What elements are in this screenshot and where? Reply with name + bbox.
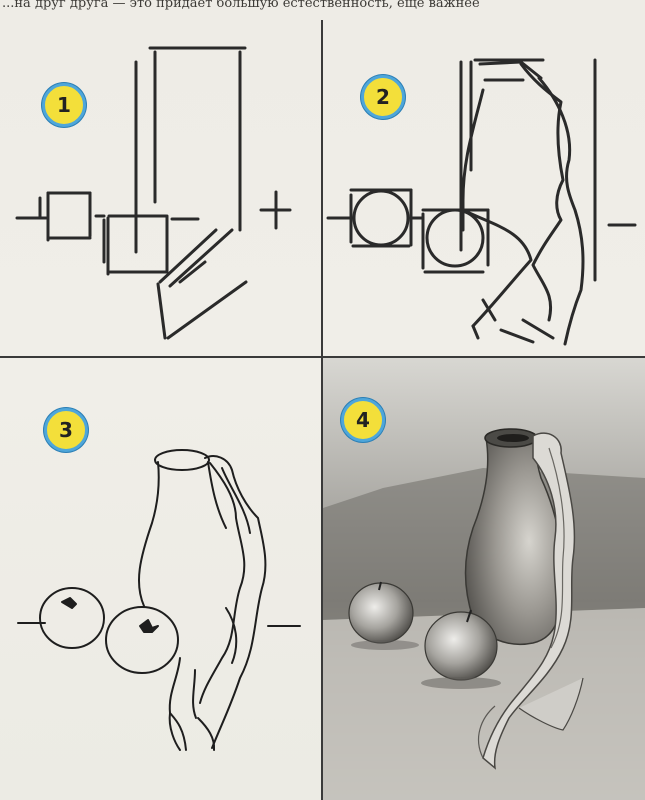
step-number: 4 <box>356 408 370 432</box>
step-number: 1 <box>57 93 71 117</box>
step-2-badge: 2 <box>361 75 405 119</box>
vertical-divider <box>321 20 323 800</box>
step-3-badge: 3 <box>44 408 88 452</box>
step-number: 3 <box>59 418 73 442</box>
cloth-shape <box>478 432 584 770</box>
apple-left <box>348 581 414 644</box>
step-4-drawing <box>323 358 645 800</box>
step-1-sketch <box>15 46 292 340</box>
page-top-text: ...на друг друга — это придает большую е… <box>2 0 480 11</box>
step-4-badge: 4 <box>341 398 385 442</box>
step-1-panel: 1 <box>0 20 321 356</box>
step-2-sketch <box>326 58 637 346</box>
step-3-sketch <box>17 449 301 751</box>
step-3-panel: 3 <box>0 358 321 800</box>
step-number: 2 <box>376 85 390 109</box>
step-1-badge: 1 <box>42 83 86 127</box>
jug-shape <box>464 428 565 645</box>
apple-right <box>421 609 501 689</box>
step-4-panel: 4 <box>323 358 645 800</box>
step-2-panel: 2 <box>323 20 645 356</box>
horizontal-divider <box>0 356 645 358</box>
